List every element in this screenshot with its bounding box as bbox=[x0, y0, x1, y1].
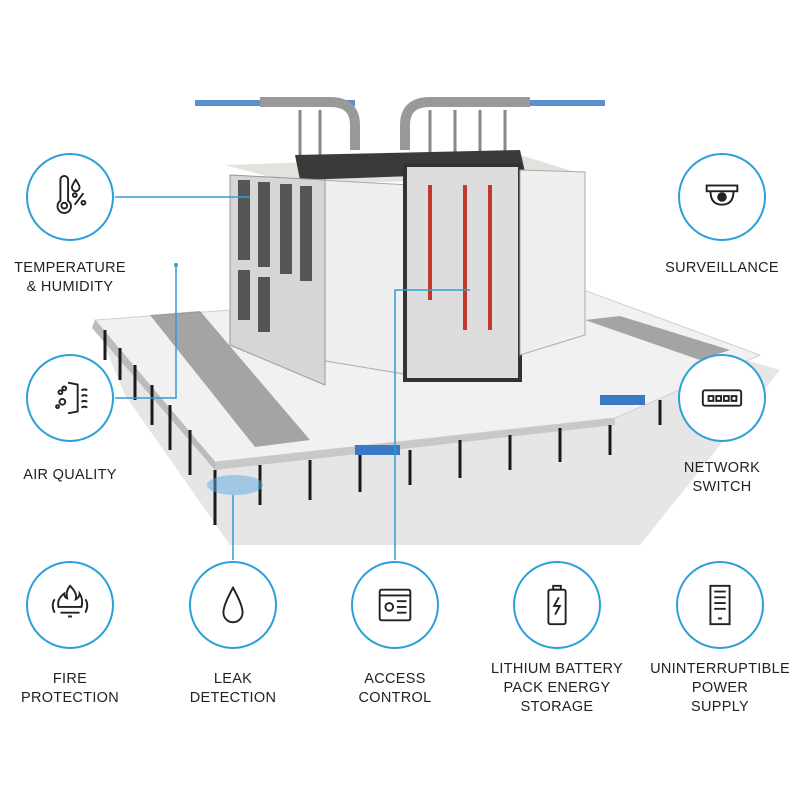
ups-circle bbox=[676, 561, 764, 649]
air-quality-icon bbox=[55, 381, 88, 415]
network-switch-circle bbox=[678, 354, 766, 442]
surveillance-label: SURVEILLANCE bbox=[665, 260, 779, 276]
access-control-circle bbox=[351, 561, 439, 649]
perforated-tiles-left bbox=[150, 311, 310, 447]
rack-row-right bbox=[519, 169, 586, 356]
leak-puddle bbox=[207, 475, 263, 495]
power-cables bbox=[428, 185, 492, 330]
fire-protection-circle bbox=[26, 561, 114, 649]
floor-edge-front bbox=[215, 418, 615, 470]
temperature-humidity-label: TEMPERATURE& HUMIDITY bbox=[14, 260, 126, 295]
aisle-frame bbox=[403, 163, 522, 382]
overhead-cable-tray-right bbox=[470, 100, 605, 106]
overhead-ducts bbox=[260, 97, 530, 150]
cable-tray bbox=[355, 445, 400, 455]
duct-drops bbox=[298, 110, 507, 160]
battery-icon bbox=[547, 584, 567, 626]
connector-access bbox=[394, 289, 470, 560]
fire-alarm-icon bbox=[51, 584, 89, 618]
thermometer-humidity-icon bbox=[56, 174, 87, 214]
connector-air-quality bbox=[115, 265, 177, 399]
perforated-tiles-right bbox=[585, 316, 730, 360]
network-switch-icon bbox=[701, 389, 743, 407]
dome-camera-icon bbox=[705, 184, 739, 206]
battery-circle bbox=[513, 561, 601, 649]
surveillance-circle bbox=[678, 153, 766, 241]
access-control-panel-icon bbox=[378, 588, 412, 622]
ups-cabinet-icon bbox=[709, 584, 731, 626]
cable-tray bbox=[600, 395, 645, 405]
temperature-humidity-circle bbox=[26, 153, 114, 241]
air-quality-circle bbox=[26, 354, 114, 442]
water-drop-icon bbox=[222, 585, 244, 624]
leak-detection-circle bbox=[189, 561, 277, 649]
air-quality-label: AIR QUALITY bbox=[23, 467, 117, 483]
rack-servers bbox=[238, 180, 312, 332]
